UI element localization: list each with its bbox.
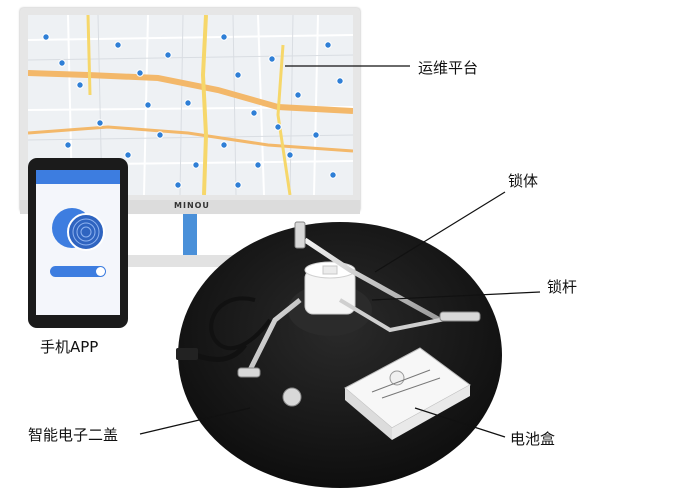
bolts: [237, 221, 481, 407]
map-marker-icon: [336, 77, 344, 85]
lock-bar-mid: [338, 298, 451, 333]
map-marker-icon: [96, 119, 104, 127]
map-marker-icon: [58, 59, 66, 67]
leader-cover: [139, 407, 251, 435]
label-battery: 电池盒: [510, 430, 556, 448]
map-marker-icon: [268, 55, 276, 63]
label-lock-body: 锁体: [508, 172, 539, 190]
label-cover: 智能电子二盖: [28, 426, 119, 444]
map-marker-icon: [329, 171, 337, 179]
map-marker-icon: [324, 41, 332, 49]
map-marker-icon: [220, 33, 228, 41]
leader-battery: [414, 407, 506, 438]
major-road-orange: [28, 70, 353, 114]
map-marker-icon: [144, 101, 152, 109]
leader-lock-bar: [371, 291, 541, 301]
map-marker-icon: [184, 99, 192, 107]
map-marker-icon: [234, 71, 242, 79]
lock-slot: [322, 265, 338, 275]
cable: [209, 296, 272, 351]
lock-bar-left: [247, 298, 302, 372]
label-platform: 运维平台: [418, 59, 479, 77]
map-marker-icon: [220, 141, 228, 149]
monitor-stand-neck: [183, 214, 197, 256]
map-marker-icon: [124, 151, 132, 159]
label-app: 手机APP: [40, 338, 99, 356]
app-title-bar: [36, 170, 120, 184]
secondary-road-orange: [28, 125, 353, 153]
map-marker-icon: [156, 131, 164, 139]
road-yellow-3: [86, 15, 92, 96]
road-yellow-2: [276, 44, 292, 195]
fingerprint-icon: [52, 208, 105, 251]
map-marker-icon: [286, 151, 294, 159]
map-marker-icon: [192, 161, 200, 169]
monitor-brand: MINOU: [174, 201, 210, 210]
map-marker-icon: [254, 161, 262, 169]
map-marker-icon: [174, 181, 182, 189]
road-yellow-1: [200, 15, 209, 195]
connector: [176, 348, 198, 360]
map-marker-icon: [114, 41, 122, 49]
map-marker-icon: [76, 81, 84, 89]
map-marker-icon: [312, 131, 320, 139]
cable-plug: [194, 343, 247, 362]
app-open-button[interactable]: [50, 266, 106, 277]
battery-box: [344, 347, 471, 440]
map-marker-icon: [64, 141, 72, 149]
map-marker-icon: [234, 181, 242, 189]
map-marker-icon: [294, 91, 302, 99]
map-marker-icon: [136, 69, 144, 77]
map-marker-icon: [42, 33, 50, 41]
map-marker-icon: [164, 51, 172, 59]
map-marker-icon: [274, 123, 282, 131]
lock-bar-right: [303, 237, 442, 323]
leader-lock-body: [374, 191, 506, 273]
map-marker-icon: [250, 109, 258, 117]
label-lock-bar: 锁杆: [547, 278, 578, 296]
phone-screen: [36, 170, 120, 315]
app-toggle[interactable]: [96, 267, 105, 276]
map-markers: [42, 33, 344, 189]
